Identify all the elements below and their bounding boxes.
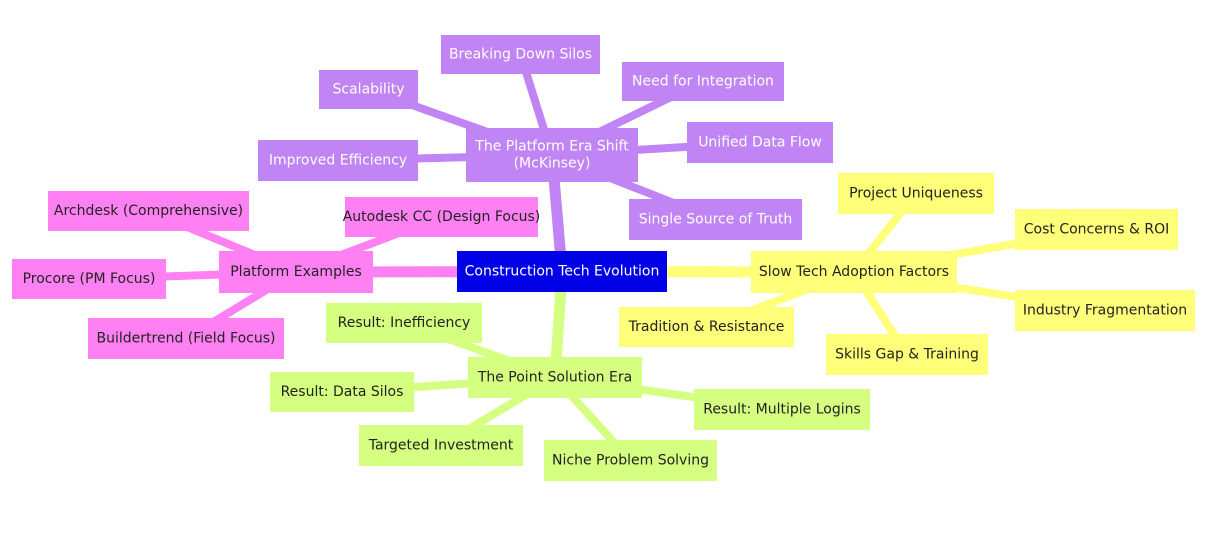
mindmap-nodes: Construction Tech Evolution The Platform … [12, 35, 1195, 481]
leaf-node-archdesk-comprehensive-label: Archdesk (Comprehensive) [54, 203, 243, 219]
leaf-node-autodesk-cc-design-focus-box [345, 197, 538, 237]
leaf-node-project-uniqueness[interactable]: Project Uniqueness [838, 173, 994, 214]
leaf-node-result-data-silos-box [270, 372, 414, 412]
leaf-node-buildertrend-field-focus-box [88, 318, 284, 359]
leaf-node-result-data-silos[interactable]: Result: Data Silos [270, 372, 414, 412]
leaf-node-unified-data-flow-box [687, 122, 833, 163]
leaf-node-buildertrend-field-focus-label: Buildertrend (Field Focus) [97, 331, 276, 347]
branch-node-platform-examples-label: Platform Examples [230, 264, 362, 280]
branch-node-point-solution-label: The Point Solution Era [477, 370, 632, 386]
branch-node-slow-adoption-box [751, 251, 957, 293]
leaf-node-scalability[interactable]: Scalability [319, 70, 418, 109]
branch-node-platform-era[interactable]: The Platform Era Shift(McKinsey) [466, 128, 638, 182]
leaf-node-industry-fragmentation[interactable]: Industry Fragmentation [1015, 290, 1195, 331]
leaf-node-result-multiple-logins-label: Result: Multiple Logins [703, 402, 861, 418]
leaf-node-targeted-investment[interactable]: Targeted Investment [359, 425, 523, 466]
leaf-node-need-for-integration[interactable]: Need for Integration [622, 62, 784, 101]
leaf-node-scalability-box [319, 70, 418, 109]
leaf-node-cost-concerns-roi-box [1015, 209, 1178, 250]
leaf-node-niche-problem-solving-label: Niche Problem Solving [552, 453, 709, 469]
leaf-node-skills-gap-training-label: Skills Gap & Training [835, 347, 979, 363]
leaf-node-result-multiple-logins-box [694, 389, 870, 430]
leaf-node-autodesk-cc-design-focus-label: Autodesk CC (Design Focus) [343, 209, 541, 225]
leaf-node-project-uniqueness-label: Project Uniqueness [849, 186, 983, 202]
leaf-node-result-inefficiency[interactable]: Result: Inefficiency [326, 303, 482, 343]
leaf-node-improved-efficiency-label: Improved Efficiency [269, 153, 407, 169]
leaf-node-targeted-investment-box [359, 425, 523, 466]
leaf-node-industry-fragmentation-label: Industry Fragmentation [1023, 303, 1187, 319]
leaf-node-breaking-down-silos-box [441, 35, 600, 74]
branch-node-platform-era-box [466, 128, 638, 182]
leaf-node-procore-pm-focus-label: Procore (PM Focus) [23, 271, 156, 287]
leaf-node-cost-concerns-roi[interactable]: Cost Concerns & ROI [1015, 209, 1178, 250]
leaf-node-scalability-label: Scalability [333, 82, 405, 98]
leaf-node-need-for-integration-label: Need for Integration [632, 74, 774, 90]
leaf-node-archdesk-comprehensive[interactable]: Archdesk (Comprehensive) [48, 191, 249, 231]
leaf-node-single-source-of-truth[interactable]: Single Source of Truth [629, 199, 802, 240]
leaf-node-breaking-down-silos-label: Breaking Down Silos [449, 47, 592, 63]
leaf-node-procore-pm-focus[interactable]: Procore (PM Focus) [12, 259, 166, 299]
leaf-node-unified-data-flow[interactable]: Unified Data Flow [687, 122, 833, 163]
leaf-node-cost-concerns-roi-label: Cost Concerns & ROI [1024, 222, 1169, 238]
leaf-node-result-data-silos-label: Result: Data Silos [281, 384, 404, 400]
leaf-node-result-inefficiency-label: Result: Inefficiency [338, 315, 471, 331]
leaf-node-skills-gap-training[interactable]: Skills Gap & Training [826, 334, 988, 375]
leaf-node-targeted-investment-label: Targeted Investment [368, 438, 514, 454]
branch-node-platform-examples-box [219, 251, 373, 293]
branch-node-platform-examples[interactable]: Platform Examples [219, 251, 373, 293]
leaf-node-breaking-down-silos[interactable]: Breaking Down Silos [441, 35, 600, 74]
branch-node-point-solution[interactable]: The Point Solution Era [468, 357, 642, 398]
branch-node-platform-era-label-line-1: The Platform Era Shift [474, 139, 629, 155]
leaf-node-buildertrend-field-focus[interactable]: Buildertrend (Field Focus) [88, 318, 284, 359]
leaf-node-niche-problem-solving[interactable]: Niche Problem Solving [544, 440, 717, 481]
branch-node-platform-era-label-line-2: (McKinsey) [514, 156, 591, 172]
leaf-node-procore-pm-focus-box [12, 259, 166, 299]
root-node-construction-tech-evolution[interactable]: Construction Tech Evolution [457, 251, 667, 292]
leaf-node-tradition-resistance-label: Tradition & Resistance [628, 319, 785, 335]
leaf-node-need-for-integration-box [622, 62, 784, 101]
branch-node-slow-adoption-label: Slow Tech Adoption Factors [759, 264, 949, 280]
root-node-construction-tech-evolution-label: Construction Tech Evolution [465, 264, 660, 280]
leaf-node-single-source-of-truth-label: Single Source of Truth [639, 212, 792, 228]
leaf-node-archdesk-comprehensive-box [48, 191, 249, 231]
branch-node-slow-adoption[interactable]: Slow Tech Adoption Factors [751, 251, 957, 293]
leaf-node-project-uniqueness-box [838, 173, 994, 214]
leaf-node-unified-data-flow-label: Unified Data Flow [698, 135, 822, 151]
leaf-node-skills-gap-training-box [826, 334, 988, 375]
leaf-node-tradition-resistance[interactable]: Tradition & Resistance [619, 307, 794, 347]
leaf-node-tradition-resistance-box [619, 307, 794, 347]
leaf-node-industry-fragmentation-box [1015, 290, 1195, 331]
leaf-node-improved-efficiency-box [258, 140, 418, 181]
root-node-construction-tech-evolution-box [457, 251, 667, 292]
leaf-node-result-inefficiency-box [326, 303, 482, 343]
leaf-node-improved-efficiency[interactable]: Improved Efficiency [258, 140, 418, 181]
leaf-node-result-multiple-logins[interactable]: Result: Multiple Logins [694, 389, 870, 430]
leaf-node-single-source-of-truth-box [629, 199, 802, 240]
branch-node-point-solution-box [468, 357, 642, 398]
leaf-node-niche-problem-solving-box [544, 440, 717, 481]
leaf-node-autodesk-cc-design-focus[interactable]: Autodesk CC (Design Focus) [343, 197, 541, 237]
